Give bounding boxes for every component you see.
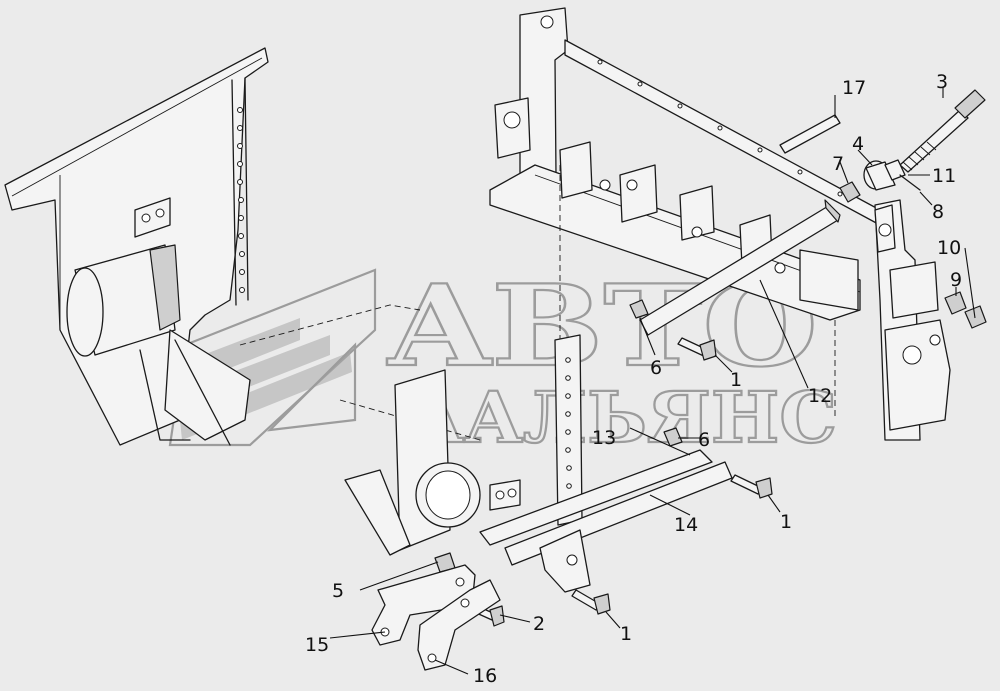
part-17-plate <box>779 114 841 154</box>
part-6-nut-lower <box>663 427 683 447</box>
panel-hole-strip <box>237 107 245 293</box>
part-9-nut <box>944 291 967 315</box>
part-4-bushing <box>863 160 896 191</box>
callout-2: 2 <box>533 613 545 635</box>
callout-17: 17 <box>842 77 866 99</box>
part-6-nut-upper <box>629 299 649 319</box>
top-rail-holes <box>597 59 843 197</box>
callout-1-upper: 1 <box>730 369 742 391</box>
part-16-bracket <box>417 579 501 671</box>
callout-1-lower: 1 <box>620 623 632 645</box>
callout-1-middle: 1 <box>780 511 792 533</box>
part-1-bolt-lower <box>571 589 611 615</box>
callout-14: 14 <box>674 514 698 536</box>
part-8-cotter-pin <box>899 174 921 191</box>
callout-11: 11 <box>932 165 956 187</box>
watermark-logo: ABTO ААЛЬЯНС <box>168 260 838 460</box>
callout-6-lower: 6 <box>698 429 710 451</box>
main-frame <box>239 7 951 556</box>
part-7-nut <box>839 181 861 203</box>
callout-8: 8 <box>932 201 944 223</box>
part-3-spring-bolt <box>899 89 986 173</box>
callout-4: 4 <box>852 133 864 155</box>
callout-labels: 17 3 4 7 11 8 10 9 6 1 12 6 13 1 14 5 2 … <box>305 71 962 687</box>
callout-5: 5 <box>332 580 344 602</box>
leader-lines <box>329 88 976 675</box>
callout-15: 15 <box>305 634 329 656</box>
callout-10: 10 <box>937 237 961 259</box>
part-10-nut <box>964 305 987 329</box>
callout-3: 3 <box>936 71 948 93</box>
part-13-bracket-bar <box>479 449 713 546</box>
callout-16: 16 <box>473 665 497 687</box>
watermark-line2: ААЛЬЯНС <box>405 376 837 459</box>
callout-13: 13 <box>592 427 616 449</box>
callout-6-upper: 6 <box>650 357 662 379</box>
callout-9: 9 <box>950 269 962 291</box>
part-15-bracket <box>371 564 476 646</box>
callout-12: 12 <box>808 385 832 407</box>
callout-7: 7 <box>832 153 844 175</box>
hydraulic-cylinder <box>66 244 251 446</box>
part-1-bolt-middle <box>730 474 773 499</box>
left-side-panel <box>4 47 269 446</box>
